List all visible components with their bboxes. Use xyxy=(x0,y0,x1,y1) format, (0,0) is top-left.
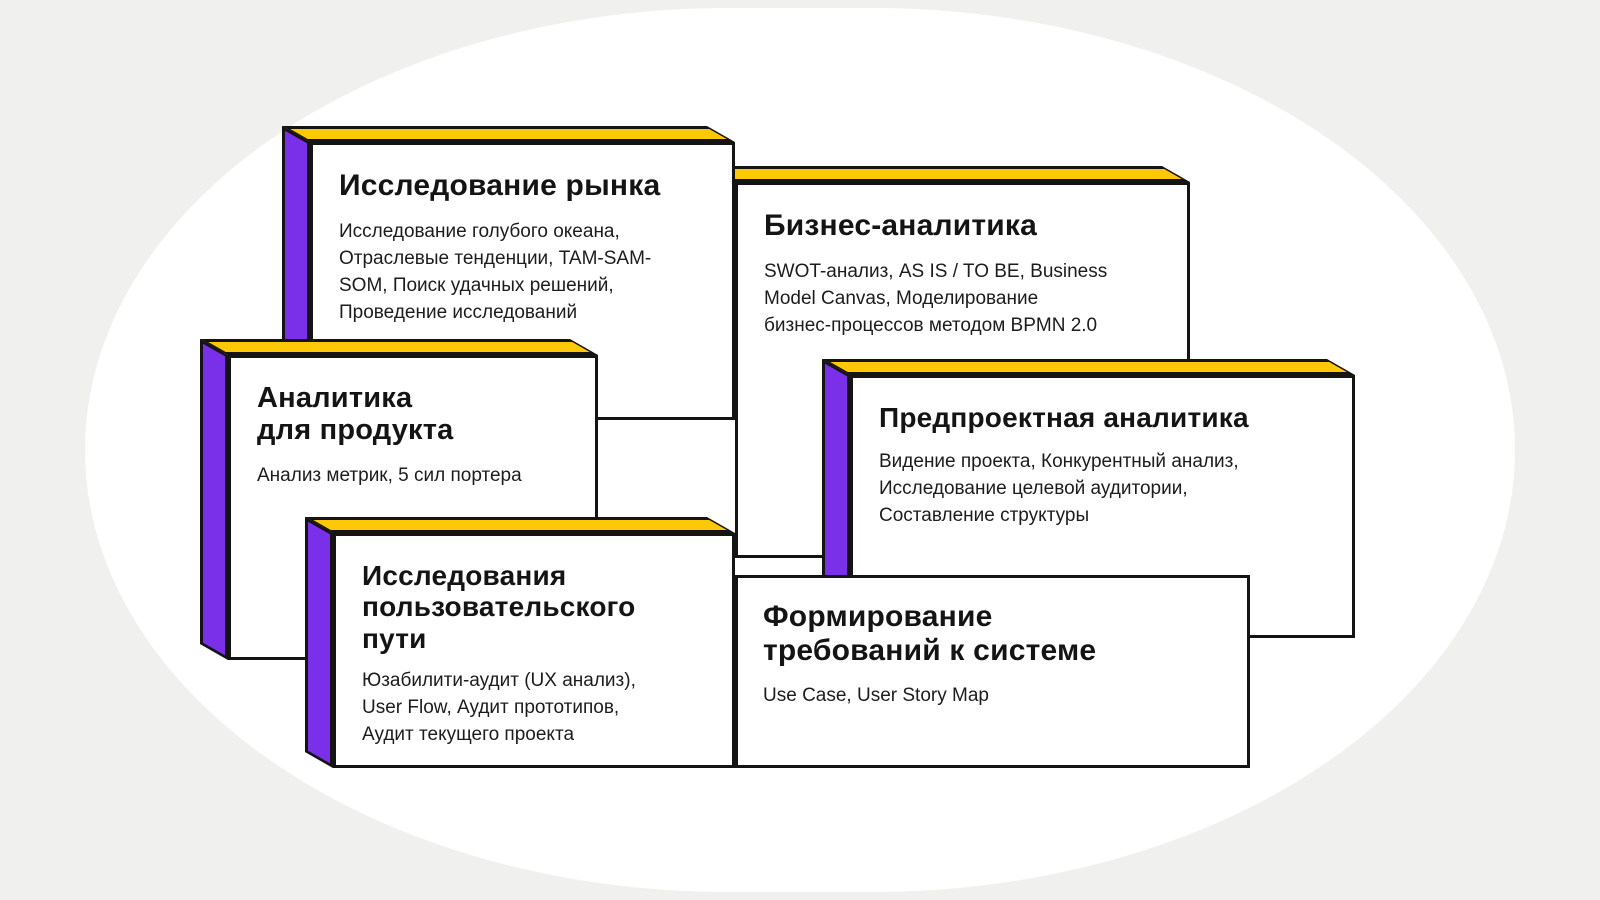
card-top-face xyxy=(304,517,735,533)
card-title: Формирование требований к системе xyxy=(763,600,1097,667)
card-title: Предпроектная аналитика xyxy=(879,402,1249,433)
card-title: Бизнес-аналитика xyxy=(764,209,1038,242)
card-title: Исследование рынка xyxy=(339,169,661,202)
card-body: Анализ метрик, 5 сил портера xyxy=(257,464,522,486)
card-left-face xyxy=(305,516,333,768)
card-user-journey: Исследования пользовательского пути Юзаб… xyxy=(304,516,735,768)
card-left-face xyxy=(200,338,228,660)
card-body: SWOT-анализ, AS IS / TO BE, Business Mod… xyxy=(764,260,1108,336)
card-title: Исследования пользовательского пути xyxy=(362,560,636,654)
card-top-face xyxy=(821,359,1355,375)
card-body: Исследование голубого океана, Отраслевые… xyxy=(339,220,652,323)
card-body: Видение проекта, Конкурентный анализ, Ис… xyxy=(879,451,1239,527)
card-top-face xyxy=(281,126,735,142)
card-top-face xyxy=(706,166,1190,182)
card-top-face xyxy=(199,339,598,355)
card-body: Юзабилити-аудит (UX анализ), User Flow, … xyxy=(362,670,636,746)
card-title: Аналитика для продукта xyxy=(257,382,454,447)
card-requirements: Формирование требований к системе Use Ca… xyxy=(735,575,1250,768)
card-body: Use Case, User Story Map xyxy=(763,685,989,707)
